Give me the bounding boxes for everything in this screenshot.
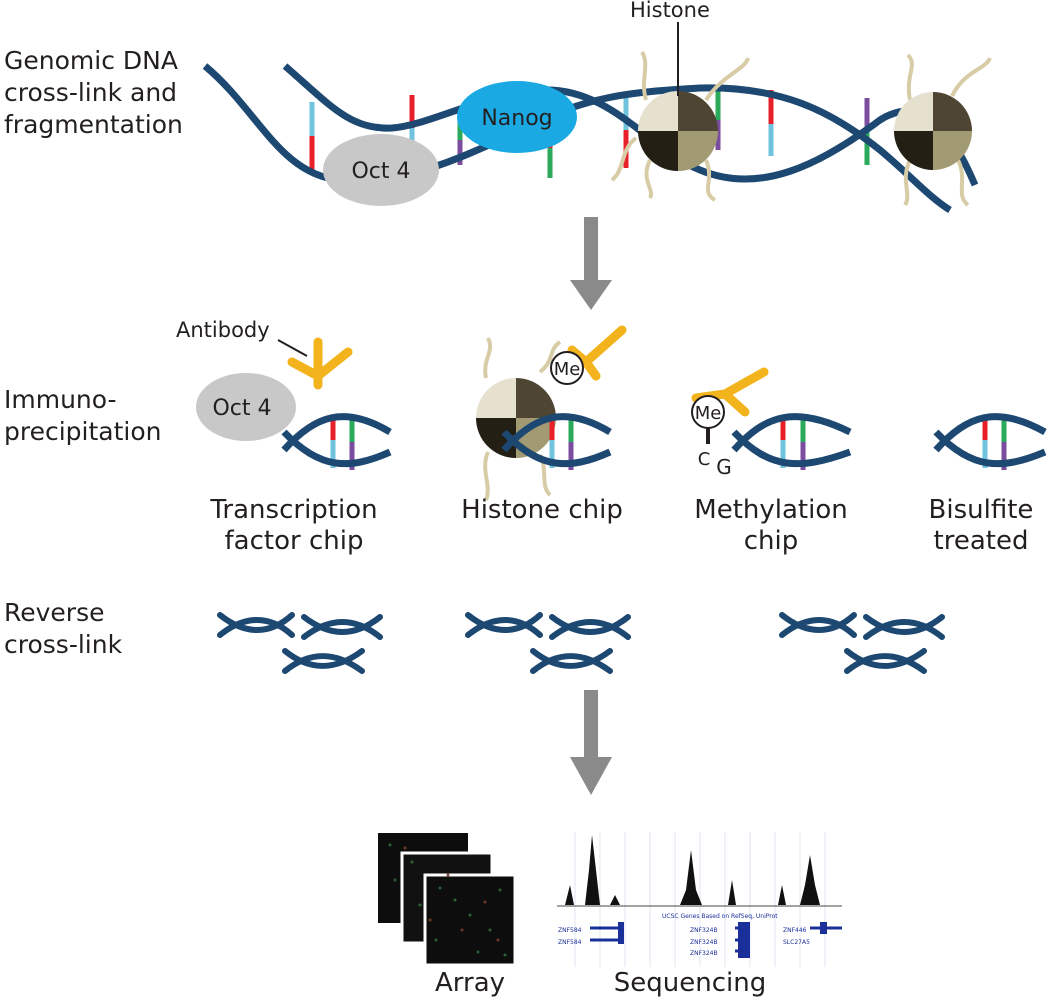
caption-array: Array	[434, 968, 506, 998]
methyl-label-histone: Me	[554, 359, 581, 380]
methyl-mark-histone	[550, 351, 584, 385]
cpg-g-label: G	[716, 455, 732, 479]
caption-histone-chip: Histone chip	[444, 495, 640, 526]
process-arrow-2	[570, 690, 612, 795]
tf-chip-fragment	[196, 337, 392, 470]
gene-label: ZNF324B	[690, 939, 718, 946]
stage-label-line: cross-link	[4, 630, 123, 659]
caption-line: Histone chip	[461, 495, 623, 525]
antibody-callout-line	[277, 339, 308, 357]
oct4-protein	[323, 134, 439, 206]
gene-label: SLC27A5	[783, 939, 810, 946]
bisulfite-fragment	[933, 413, 1047, 470]
oct4-label: Oct 4	[351, 159, 410, 184]
oct4-protein-bound	[196, 373, 296, 441]
oct4-bound-label: Oct 4	[212, 396, 271, 421]
process-arrow-1	[570, 217, 612, 310]
stage-label-immuno: Immuno- precipitation	[4, 384, 162, 448]
histone-nucleosome-2	[894, 53, 992, 207]
stage-label-genomic: Genomic DNA cross-link and fragmentation	[4, 45, 183, 141]
caption-methylation-chip: Methylation chip	[676, 495, 866, 557]
reverse-crosslink-dna	[217, 612, 945, 674]
stage-label-line: Genomic DNA	[4, 46, 178, 75]
histone-nucleosome-1	[610, 22, 750, 202]
methyl-label-cpg: Me	[695, 403, 722, 424]
caption-line: chip	[743, 526, 799, 556]
genomic-dna-helix	[202, 63, 979, 214]
caption-line: factor chip	[224, 526, 364, 556]
array-chips	[378, 833, 517, 967]
caption-line: Bisulfite	[928, 495, 1034, 525]
caption-sequencing: Sequencing	[613, 968, 767, 998]
gene-label: ZNF446	[783, 927, 807, 934]
stage-label-line: cross-link and	[4, 78, 178, 107]
stage-label-reverse: Reverse cross-link	[4, 597, 122, 661]
stage-label-line: Immuno-	[4, 385, 117, 414]
histone-callout: Histone	[630, 0, 710, 22]
cpg-c-label: C	[698, 449, 711, 470]
caption-line: Transcription	[210, 495, 378, 525]
methyl-mark-cpg	[691, 395, 725, 429]
antibody-shape	[287, 337, 353, 390]
stage-label-line: precipitation	[4, 417, 162, 446]
gene-label: ZNF324B	[690, 927, 718, 934]
caption-line: Methylation	[694, 495, 848, 525]
stage-label-line: Reverse	[4, 598, 105, 627]
caption-tf-chip: Transcription factor chip	[190, 495, 398, 557]
histone-chip-fragment	[476, 325, 627, 501]
gene-label: ZNF584	[558, 927, 582, 934]
sequencing-browser-track: UCSC Genes Based on RefSeq, UniProt ZNF5…	[557, 832, 842, 967]
nanog-protein	[457, 81, 577, 153]
methylation-chip-fragment	[691, 367, 852, 470]
gene-label: ZNF584	[558, 939, 582, 946]
caption-line: treated	[933, 526, 1029, 556]
caption-bisulfite: Bisulfite treated	[916, 495, 1046, 557]
nanog-label: Nanog	[481, 106, 552, 131]
base-pair-rungs	[309, 88, 870, 178]
browser-header-text: UCSC Genes Based on RefSeq, UniProt	[662, 913, 778, 920]
gene-label: ZNF324B	[690, 950, 718, 957]
stage-label-line: fragmentation	[4, 110, 183, 139]
antibody-callout: Antibody	[176, 318, 270, 342]
